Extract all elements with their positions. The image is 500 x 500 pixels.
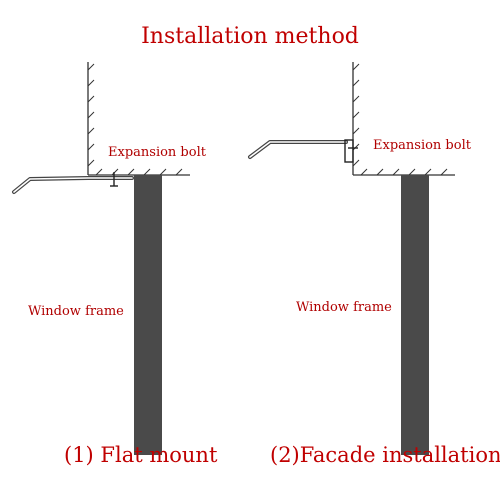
panel-facade-installation (248, 62, 455, 455)
wall-hatching (87, 63, 95, 167)
expansion-bolt-icon (110, 172, 118, 187)
diagram-title: Installation method (141, 24, 359, 49)
window-frame (401, 175, 429, 455)
expansion-bolt-label: Expansion bolt (108, 145, 206, 160)
ceiling-hatching (360, 168, 448, 176)
wall-hatching (352, 63, 360, 167)
expansion-bolt-label: Expansion bolt (373, 138, 471, 153)
panel-flat-mount (12, 62, 190, 455)
caption-facade-installation: (2)Facade installation (270, 443, 500, 467)
window-frame-label: Window frame (296, 300, 392, 315)
caption-flat-mount: (1) Flat mount (64, 443, 218, 467)
ceiling-hatching (95, 168, 183, 176)
window-frame-label: Window frame (28, 304, 124, 319)
window-frame (134, 175, 162, 455)
curtain-track (248, 140, 348, 159)
expansion-bolt-icon (344, 139, 358, 163)
